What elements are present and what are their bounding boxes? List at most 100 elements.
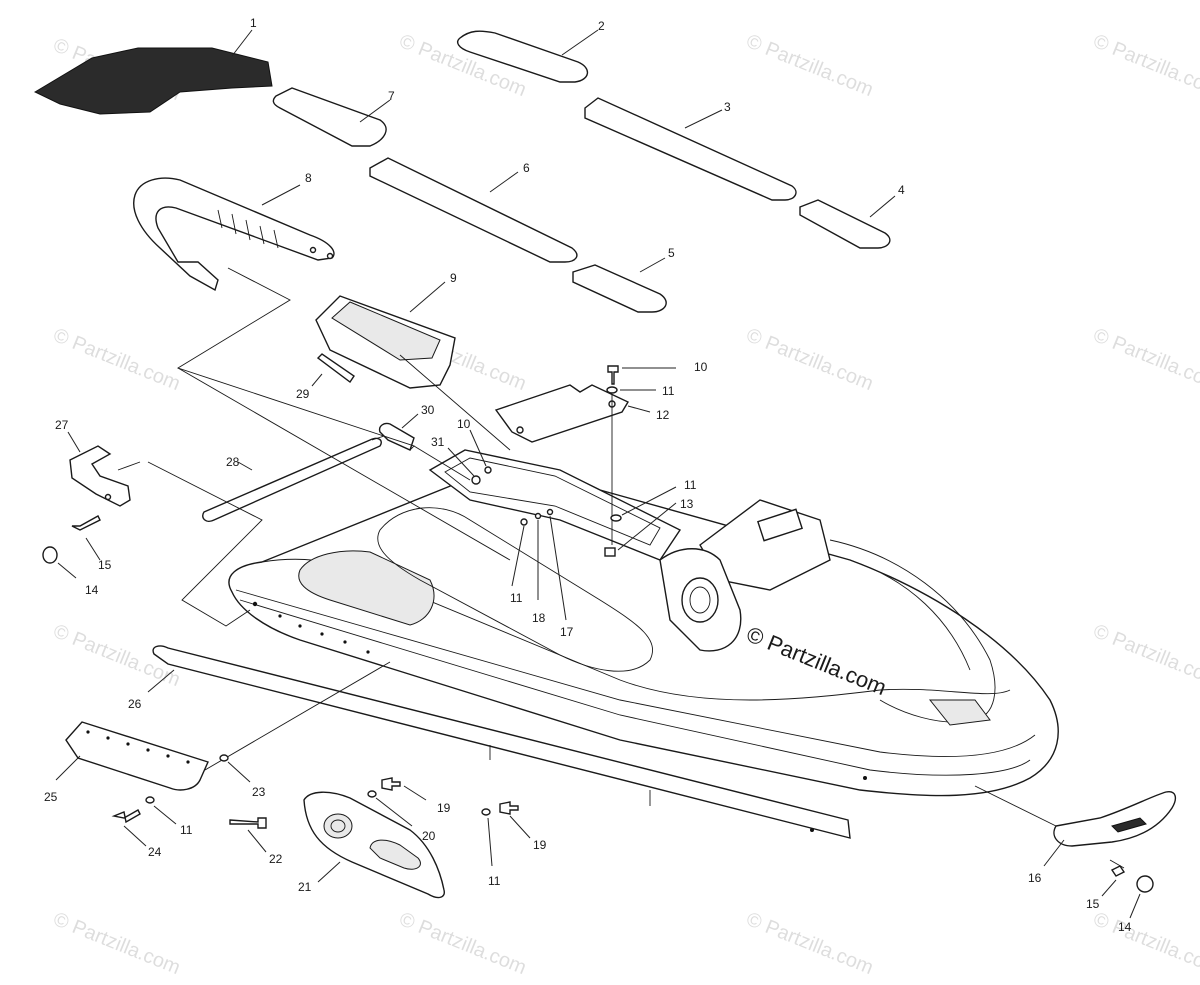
part-label: 10 [694, 360, 708, 374]
watermark: © Partzilla.com [396, 908, 529, 979]
leader-line [1129, 893, 1141, 919]
leader-line [447, 447, 475, 477]
leader-line [237, 461, 253, 471]
part-label: 22 [269, 852, 283, 866]
leader-line [67, 431, 81, 453]
leader-line [549, 515, 567, 621]
assembly-guide-lines [177, 354, 511, 561]
part-label: 2 [598, 19, 605, 33]
part-label: 26 [128, 697, 142, 711]
part-label: 15 [98, 558, 112, 572]
part-2-pad [457, 30, 589, 83]
intake-round-port-inner [330, 819, 346, 833]
part-label: 6 [523, 161, 530, 175]
guide-line [204, 661, 391, 771]
part-12-bracket [494, 384, 629, 443]
cap-14 [1136, 875, 1154, 893]
part-label: 14 [1118, 920, 1132, 934]
steering-hub-inner [689, 586, 711, 614]
part-29-clip [316, 353, 355, 384]
intake-slot [369, 839, 421, 870]
leader-line [311, 373, 323, 387]
leader-line [684, 109, 723, 129]
part-label: 1 [250, 16, 257, 30]
part-label: 11 [662, 384, 675, 398]
part-label: 12 [656, 408, 670, 422]
part-label: 30 [421, 403, 435, 417]
part-label: 27 [55, 418, 69, 432]
bow-deck [849, 559, 971, 671]
part-label: 10 [457, 417, 471, 431]
screw-19 [499, 801, 519, 815]
hull-rivets [252, 601, 867, 780]
part-28-strip [202, 437, 382, 522]
leader-line [621, 486, 677, 516]
rub-rail-line [239, 599, 1031, 776]
leader-line [401, 413, 419, 429]
footwell [377, 507, 653, 672]
watermark: © Partzilla.com [1090, 324, 1200, 395]
part-label: 23 [252, 785, 266, 799]
rail-hole [810, 828, 814, 832]
washer-11 [610, 514, 622, 522]
screw-22 [229, 817, 267, 829]
screw-15 [1110, 865, 1126, 877]
part-label: 3 [724, 100, 731, 114]
part-label: 18 [532, 611, 546, 625]
leader-line [639, 257, 666, 273]
part-6-pad [369, 157, 578, 263]
watermark: © Partzilla.com [1090, 908, 1200, 979]
part-label: 14 [85, 583, 99, 597]
intake-round-port [323, 813, 353, 839]
part-31-grommet [471, 475, 481, 485]
part-label: 28 [226, 455, 240, 469]
leader-line [85, 537, 101, 561]
part-label: 11 [488, 874, 501, 888]
part-label: 19 [437, 801, 451, 815]
rub-rail-line [235, 589, 1036, 757]
leader-line [511, 525, 525, 587]
guide-line [1109, 859, 1125, 869]
part-label: 20 [422, 829, 436, 843]
leader-line [1043, 839, 1065, 867]
part-16-stern-handle [1053, 791, 1177, 847]
part-3-pad [584, 97, 797, 201]
leader-line [489, 171, 519, 193]
grab-handle-slots [217, 209, 279, 249]
part-label: 24 [148, 845, 162, 859]
part-label: 5 [668, 246, 675, 260]
leader-line [487, 817, 493, 867]
stern-handle-badge [1111, 817, 1147, 833]
leader-line [617, 502, 677, 551]
steering-hub [681, 577, 719, 623]
leader-line [123, 825, 147, 847]
part-label: 19 [533, 838, 547, 852]
bin-opening [331, 301, 441, 361]
leader-line [231, 29, 253, 57]
part-label: 4 [898, 183, 905, 197]
leader-line [509, 815, 531, 839]
screw-19 [381, 777, 401, 791]
leader-line [469, 429, 487, 467]
bow-deck [829, 539, 996, 723]
washer-11 [145, 796, 155, 804]
leader-line [403, 785, 427, 801]
mount-hole [326, 252, 334, 260]
part-label: 9 [450, 271, 457, 285]
part-label: 8 [305, 171, 312, 185]
leader-line [227, 761, 251, 783]
leader-line [147, 669, 175, 693]
part-7-pad [272, 87, 387, 147]
leader-line [375, 797, 413, 827]
watermark: © Partzilla.com [1090, 620, 1200, 691]
screw-15 [71, 515, 101, 531]
part-4-pad [799, 199, 891, 249]
washer-11 [481, 808, 491, 816]
leader-line [561, 29, 599, 56]
side-plate-holes [86, 730, 190, 764]
leader-line [153, 805, 177, 825]
mount-hole [309, 246, 317, 254]
nut-13 [604, 547, 616, 557]
watermark: © Partzilla.com [743, 324, 876, 395]
leader-line [55, 755, 81, 781]
